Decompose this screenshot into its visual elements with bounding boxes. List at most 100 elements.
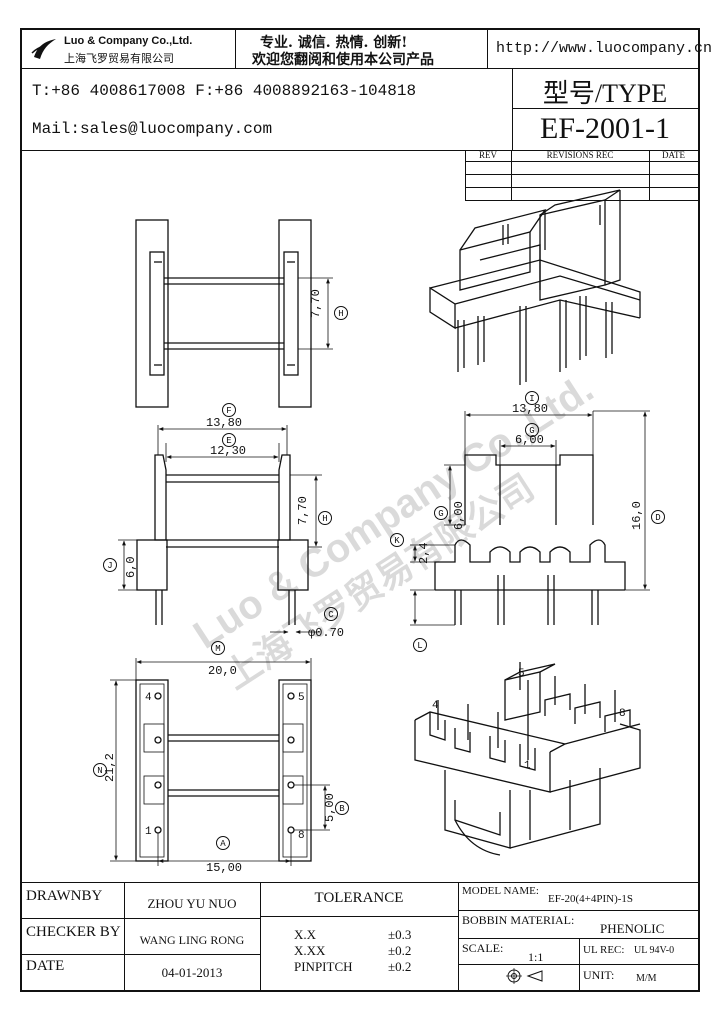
- header-vline-1: [235, 30, 236, 68]
- phone-fax: T:+86 4008617008 F:+86 4008892163-104818: [32, 82, 417, 100]
- tb-tolerance-divider: [260, 916, 458, 917]
- unit-value: M/M: [636, 973, 657, 984]
- rev-table-bottom: [465, 200, 698, 201]
- date-value: 04-01-2013: [161, 965, 223, 980]
- letter-m: M: [215, 644, 220, 654]
- letter-f: F: [226, 406, 231, 416]
- letter-l: L: [417, 641, 422, 651]
- pin-1-label: 1: [145, 826, 152, 838]
- dimension-letters: H F E H J C I G G K D L M N B A: [97, 309, 660, 849]
- dim-front-d: 16,0: [630, 501, 644, 530]
- unit-label: UNIT:: [583, 968, 615, 982]
- checker-value: WANG LING RONG: [139, 933, 245, 947]
- drawing-sheet: Luo & Company Co.,Ltd. 上海飞罗贸易有限公司 专业. 诚信…: [20, 28, 712, 992]
- tb-row-line-2: [22, 954, 260, 955]
- pin-numbers: 4 5 1 8 4 5 8 1: [145, 668, 626, 842]
- dim-side-f: 13,80: [206, 416, 242, 430]
- front-view: [390, 391, 665, 652]
- pin-8-label: 8: [298, 830, 305, 842]
- rev-table-col1: [511, 150, 512, 200]
- rev-table-row2: [465, 187, 698, 188]
- tb-right-line-1: [458, 910, 698, 911]
- letter-h-side: H: [322, 514, 327, 524]
- letter-a: A: [220, 839, 226, 849]
- dim-top-h: 7,70: [309, 289, 323, 318]
- bobbin-material-label: BOBBIN MATERIAL:: [462, 913, 575, 927]
- letter-k: K: [394, 536, 400, 546]
- rev-table-col2: [649, 150, 650, 200]
- company-name-cn: 上海飞罗贸易有限公司: [64, 52, 174, 65]
- dim-side-c: φ0.70: [308, 626, 344, 640]
- rev-date-header: DATE: [662, 150, 685, 160]
- letter-g-side: G: [438, 509, 443, 519]
- projection-symbol-icon: [506, 968, 543, 984]
- company-logo-icon: [31, 39, 56, 59]
- dim-side-h: 7,70: [296, 496, 310, 525]
- header-vline-2: [487, 30, 488, 68]
- pin-5-label: 5: [298, 692, 305, 704]
- tol-name-xxx: X.XX: [294, 943, 326, 958]
- letter-n: N: [97, 766, 102, 776]
- ul-rec-label: UL REC:: [583, 944, 625, 956]
- letter-i: I: [529, 394, 534, 404]
- model-name-label: MODEL NAME:: [462, 885, 539, 897]
- tol-value-xxx: ±0.2: [388, 943, 412, 958]
- letter-j: J: [107, 561, 112, 571]
- rev-header: REV: [479, 150, 497, 160]
- type-divider: [512, 108, 698, 109]
- letter-b: B: [339, 804, 345, 814]
- dim-bottom-m: 20,0: [208, 664, 237, 678]
- letter-d: D: [655, 513, 660, 523]
- rev-table-left: [465, 150, 466, 200]
- watermark: Luo & Company Co.,Ltd. 上海飞罗贸易有限公司: [186, 367, 601, 698]
- letter-h-top: H: [338, 309, 343, 319]
- dim-bottom-b: 5,00: [323, 793, 337, 822]
- letter-e: E: [226, 436, 231, 446]
- welcome-text: 欢迎您翻阅和使用本公司产品: [252, 52, 434, 68]
- revisions-rec-header: REVISIONS REC: [546, 150, 614, 160]
- isometric-view-bottom: [414, 662, 641, 856]
- dim-front-i: 13,80: [512, 402, 548, 416]
- tol-name-xx: X.X: [294, 927, 317, 942]
- ul-rec-value: UL 94V-0: [634, 945, 675, 956]
- tb-right-line-3: [458, 964, 698, 965]
- bobbin-material-value: PHENOLIC: [600, 921, 665, 936]
- dim-front-g-height: 6,00: [452, 501, 466, 530]
- company-name-en: Luo & Company Co.,Ltd.: [64, 35, 193, 47]
- iso-pin-4-label: 4: [432, 700, 439, 712]
- tb-vline-1: [124, 882, 125, 990]
- header-divider: [22, 68, 698, 69]
- drawn-by-label: DRAWNBY: [26, 888, 103, 904]
- tb-vline-2: [260, 882, 261, 990]
- dim-front-k: 2,4: [417, 542, 431, 564]
- model-number: EF-2001-1: [540, 112, 670, 145]
- tb-row-line-1: [22, 918, 260, 919]
- date-label: DATE: [26, 958, 65, 974]
- dim-bottom-a: 15,00: [206, 861, 242, 875]
- tol-value-xx: ±0.3: [388, 927, 412, 942]
- email[interactable]: Mail:sales@luocompany.com: [32, 120, 273, 138]
- scale-value: 1:1: [528, 950, 544, 964]
- rev-table-row1: [465, 174, 698, 175]
- tb-right-vline: [579, 938, 580, 990]
- slogan: 专业. 诚信. 热情. 创新!: [260, 35, 408, 51]
- website-url[interactable]: http://www.luocompany.cn: [496, 40, 713, 57]
- header-bottom-line: [22, 150, 698, 151]
- header-vline-3: [512, 68, 513, 150]
- dim-bottom-n: 21,2: [103, 753, 117, 782]
- iso-pin-1-label: 1: [524, 760, 531, 772]
- pin-4-label: 4: [145, 692, 152, 704]
- isometric-view-top: [429, 189, 641, 385]
- bottom-view: [93, 641, 349, 866]
- checker-label: CHECKER BY: [26, 924, 121, 940]
- type-label: 型号/TYPE: [542, 79, 668, 108]
- tolerance-label: TOLERANCE: [314, 890, 404, 906]
- dim-side-j: 6,0: [124, 556, 138, 578]
- title-block-top: [22, 882, 698, 883]
- side-view: [103, 403, 338, 634]
- iso-pin-5-label: 5: [518, 668, 525, 680]
- letter-g-top: G: [529, 426, 534, 436]
- tb-right-line-2: [458, 938, 698, 939]
- drawn-by-value: ZHOU YU NUO: [147, 896, 237, 911]
